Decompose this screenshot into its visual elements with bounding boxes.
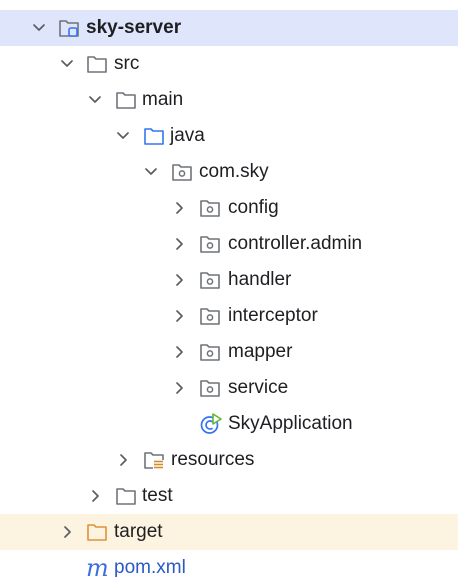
- tree-row-src[interactable]: src: [0, 46, 458, 82]
- tree-item-label: main: [142, 89, 184, 110]
- chevron-right-icon[interactable]: [58, 523, 76, 541]
- folder-icon: [116, 92, 136, 109]
- chevron-right-icon[interactable]: [170, 271, 188, 289]
- folder-icon: [87, 56, 107, 73]
- tree-item-label: test: [142, 485, 173, 506]
- tree-row-main[interactable]: main: [0, 82, 458, 118]
- tree-item-label: mapper: [228, 341, 293, 362]
- package-icon: [200, 236, 220, 253]
- chevron-down-icon[interactable]: [86, 91, 104, 109]
- tree-row-service[interactable]: service: [0, 370, 458, 406]
- tree-row-sky-server[interactable]: sky-server: [0, 10, 458, 46]
- chevron-down-icon[interactable]: [30, 19, 48, 37]
- tree-item-label: sky-server: [86, 17, 182, 38]
- spring-boot-class-icon: [200, 413, 222, 434]
- tree-row-skyapplication[interactable]: SkyApplication: [0, 406, 458, 442]
- chevron-right-icon[interactable]: [170, 307, 188, 325]
- tree-item-label: SkyApplication: [228, 413, 353, 434]
- chevron-right-icon[interactable]: [114, 451, 132, 469]
- tree-row-mapper[interactable]: mapper: [0, 334, 458, 370]
- chevron-down-icon[interactable]: [58, 55, 76, 73]
- tree-row-handler[interactable]: handler: [0, 262, 458, 298]
- chevron-right-icon[interactable]: [170, 343, 188, 361]
- package-icon: [200, 380, 220, 397]
- tree-item-label: src: [114, 53, 140, 74]
- maven-m-icon: m: [86, 554, 109, 582]
- tree-item-label: config: [228, 197, 279, 218]
- tree-row-target[interactable]: target: [0, 514, 458, 550]
- tree-row-interceptor[interactable]: interceptor: [0, 298, 458, 334]
- tree-row-config[interactable]: config: [0, 190, 458, 226]
- tree-item-label: controller.admin: [228, 233, 363, 254]
- tree-row-resources[interactable]: resources: [0, 442, 458, 478]
- chevron-right-icon[interactable]: [170, 379, 188, 397]
- tree-item-label: com.sky: [199, 161, 269, 182]
- excluded-folder-icon: [87, 524, 107, 541]
- chevron-down-icon[interactable]: [142, 163, 160, 181]
- tree-row-java[interactable]: java: [0, 118, 458, 154]
- chevron-down-icon[interactable]: [114, 127, 132, 145]
- tree-row-pom-xml[interactable]: m pom.xml: [0, 550, 458, 586]
- resources-folder-icon: [144, 452, 164, 469]
- tree-item-label: pom.xml: [114, 557, 186, 578]
- module-folder-icon: [59, 20, 79, 37]
- tree-item-label: java: [170, 125, 205, 146]
- chevron-right-icon[interactable]: [170, 235, 188, 253]
- tree-item-label: interceptor: [228, 305, 318, 326]
- tree-item-label: handler: [228, 269, 292, 290]
- tree-item-label: resources: [171, 449, 255, 470]
- package-icon: [200, 272, 220, 289]
- folder-icon: [116, 488, 136, 505]
- tree-item-label: service: [228, 377, 289, 398]
- package-icon: [200, 344, 220, 361]
- tree-row-com-sky[interactable]: com.sky: [0, 154, 458, 190]
- package-icon: [200, 308, 220, 325]
- chevron-right-icon[interactable]: [86, 487, 104, 505]
- package-icon: [172, 164, 192, 181]
- tree-row-controller-admin[interactable]: controller.admin: [0, 226, 458, 262]
- tree-item-label: target: [114, 521, 163, 542]
- package-icon: [200, 200, 220, 217]
- tree-row-test[interactable]: test: [0, 478, 458, 514]
- tree-row-sky-pojo[interactable]: [0, 0, 458, 8]
- chevron-right-icon[interactable]: [170, 199, 188, 217]
- source-root-folder-icon: [144, 128, 164, 145]
